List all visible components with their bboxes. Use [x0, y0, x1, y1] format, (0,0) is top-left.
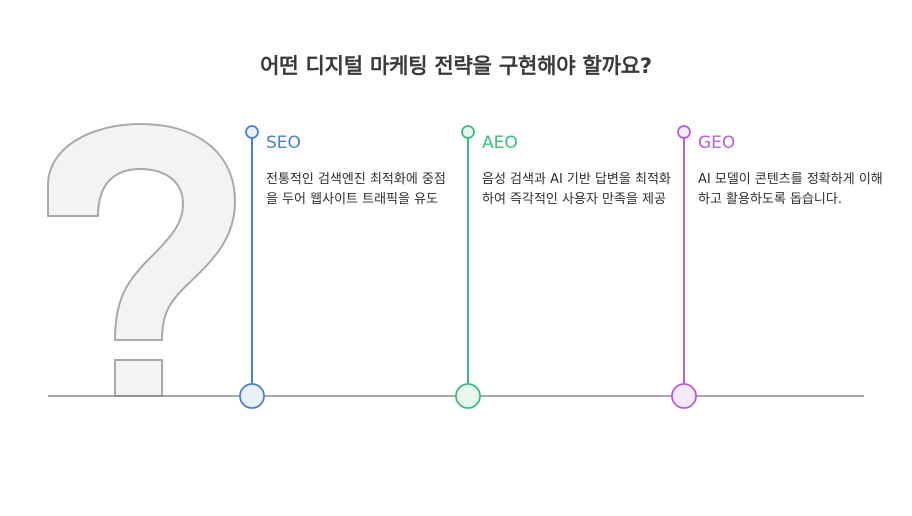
aeo-description: 음성 검색과 AI 기반 답변을 최적화하여 즉각적인 사용자 만족을 제공 [482, 172, 671, 207]
aeo-label: AEO [482, 133, 518, 153]
geo-marker [671, 125, 697, 409]
page-title: 어떤 디지털 마케팅 전략을 구현해야 할까요? [260, 54, 652, 78]
seo-label: SEO [266, 133, 301, 153]
geo-description: AI 모델이 콘텐츠를 정확하게 이해하고 활용하도록 돕습니다. [698, 172, 883, 207]
aeo-marker [455, 125, 481, 409]
geo-label: GEO [698, 133, 736, 153]
seo-marker [239, 125, 265, 409]
question-mark-icon [47, 123, 236, 397]
seo-description: 전통적인 검색엔진 최적화에 중점을 두어 웹사이트 트래픽을 유도 [266, 172, 446, 207]
